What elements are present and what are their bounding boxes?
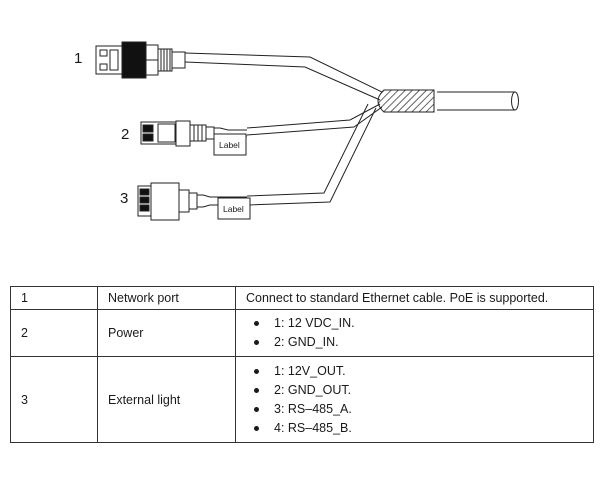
table-cell-port: External light xyxy=(97,356,236,443)
list-item: 2: GND_OUT. xyxy=(246,381,583,400)
power-connector xyxy=(140,120,247,147)
table-cell-description: 1: 12 VDC_IN. 2: GND_IN. xyxy=(235,309,594,357)
label-tag-3 xyxy=(217,197,251,220)
branch-wires xyxy=(184,52,383,206)
network-connector xyxy=(95,41,186,79)
table-row: 1 Network port Connect to standard Ether… xyxy=(10,286,594,310)
table-cell-port: Network port xyxy=(97,286,236,310)
table-cell-description: Connect to standard Ethernet cable. PoE … xyxy=(235,286,594,310)
list-item: 3: RS–485_A. xyxy=(246,400,583,419)
table-cell-port: Power xyxy=(97,309,236,357)
main-cable xyxy=(437,91,519,111)
list-item: 1: 12 VDC_IN. xyxy=(246,314,583,333)
callout-1: 1 xyxy=(74,50,82,67)
table-cell-number: 1 xyxy=(10,286,98,310)
label-tag-2-text: Label xyxy=(219,140,240,150)
table-cell-number: 3 xyxy=(10,356,98,443)
list-item: 1: 12V_OUT. xyxy=(246,362,583,381)
table-row: 2 Power 1: 12 VDC_IN. 2: GND_IN. xyxy=(10,309,594,357)
external-light-connector xyxy=(137,182,247,221)
table-row: 3 External light 1: 12V_OUT. 2: GND_OUT.… xyxy=(10,356,594,443)
cable-diagram: 1 2 3 Label Label xyxy=(74,41,519,221)
port-description-table: 1 Network port Connect to standard Ether… xyxy=(10,286,594,443)
table-cell-number: 2 xyxy=(10,309,98,357)
callout-3: 3 xyxy=(120,190,128,207)
callout-2: 2 xyxy=(121,126,129,143)
label-tag-2 xyxy=(213,133,247,156)
label-tag-3-text: Label xyxy=(223,204,244,214)
table-cell-description: 1: 12V_OUT. 2: GND_OUT. 3: RS–485_A. 4: … xyxy=(235,356,594,443)
splice-sleeve xyxy=(377,89,435,113)
list-item: 2: GND_IN. xyxy=(246,333,583,352)
list-item: 4: RS–485_B. xyxy=(246,419,583,438)
